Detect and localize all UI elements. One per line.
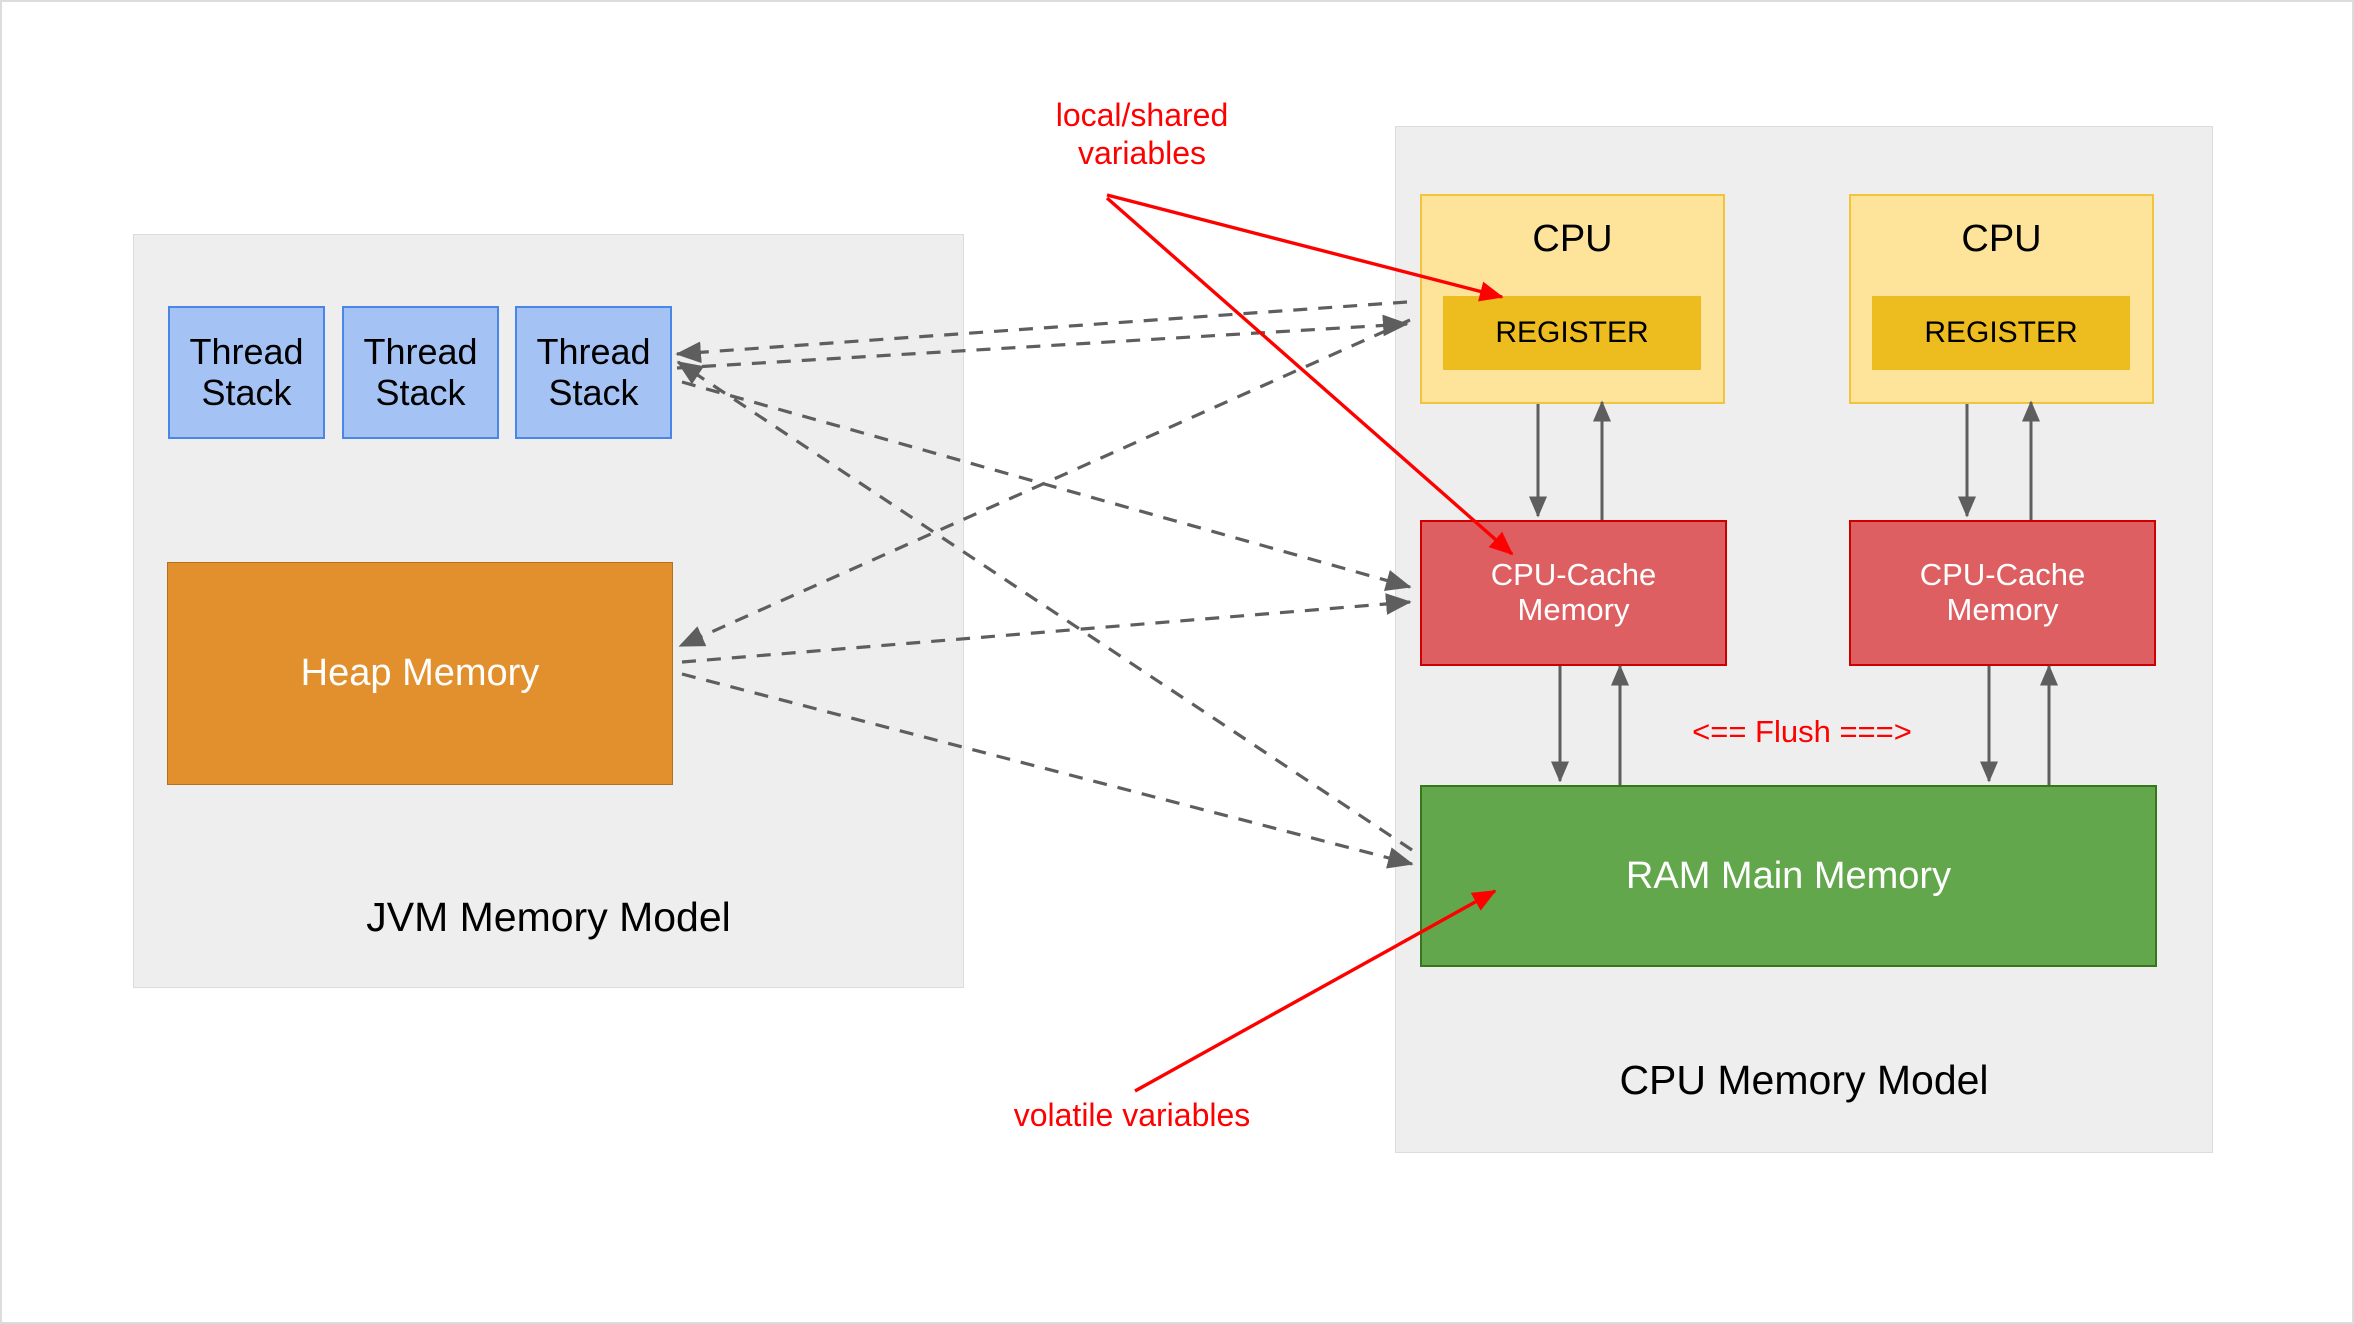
cpu-cache-label-2: CPU-Cache Memory [1919,557,2086,627]
flush-label: <== Flush ===> [1692,714,1912,749]
thread-stack-label-3: Thread Stack [536,331,651,413]
thread-stack-box-1: Thread Stack [168,306,325,439]
annotation-local-shared-variables: local/shared variables [1055,97,1229,171]
register-box-1: REGISTER [1443,296,1701,370]
cpu-cache-memory-box-1: CPU-Cache Memory [1420,520,1727,666]
heap-memory-label: Heap Memory [300,652,540,695]
thread-stack-box-2: Thread Stack [342,306,499,439]
annotation-volatile-variables: volatile variables [1013,1097,1251,1133]
cpu-cache-label-1: CPU-Cache Memory [1490,557,1657,627]
cpu-panel-title: CPU Memory Model [1619,1057,1989,1103]
thread-stack-box-3: Thread Stack [515,306,672,439]
ram-main-memory-label: RAM Main Memory [1625,854,1952,897]
ram-main-memory-box: RAM Main Memory [1420,785,2157,967]
cpu-core-box-1: CPU REGISTER [1420,194,1725,404]
cpu-cache-memory-box-2: CPU-Cache Memory [1849,520,2156,666]
thread-stack-label-2: Thread Stack [363,331,478,413]
register-box-2: REGISTER [1872,296,2130,370]
register-label-1: REGISTER [1495,316,1649,350]
thread-stack-label-1: Thread Stack [189,331,304,413]
heap-memory-box: Heap Memory [167,562,673,785]
jvm-panel-title: JVM Memory Model [366,894,731,940]
cpu-core-box-2: CPU REGISTER [1849,194,2154,404]
cpu-core-title-1: CPU [1532,218,1613,260]
cpu-core-title-2: CPU [1961,218,2042,260]
register-label-2: REGISTER [1924,316,2078,350]
